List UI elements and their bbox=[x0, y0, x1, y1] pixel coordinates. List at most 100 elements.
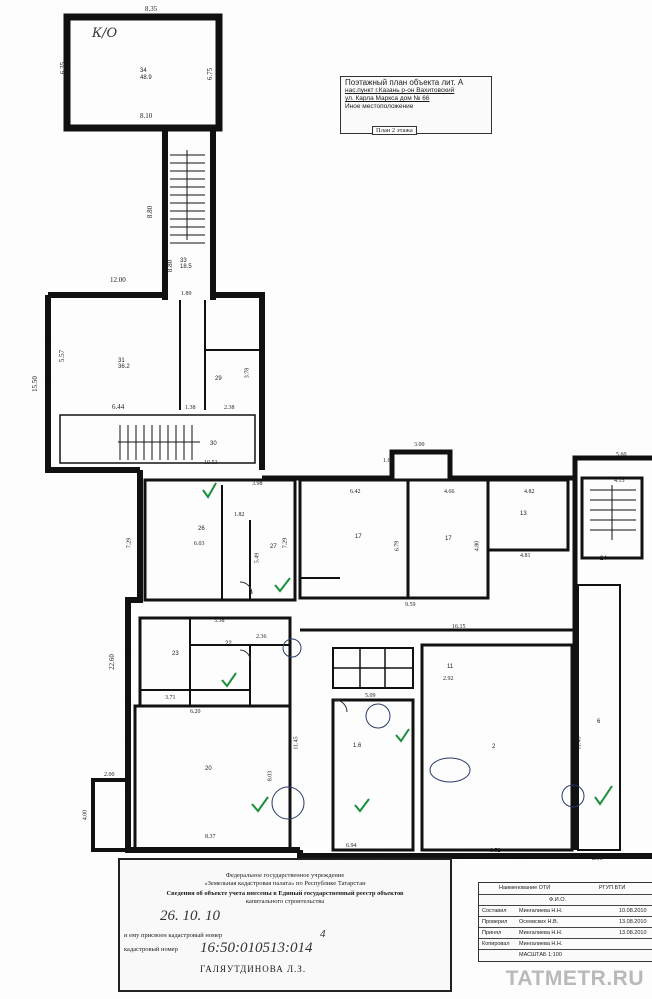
svg-text:34: 34 bbox=[140, 68, 147, 74]
dim-label: 6.03 bbox=[194, 541, 205, 547]
dim-label: 5.09 bbox=[365, 693, 376, 699]
wall-stair-shaft bbox=[162, 128, 216, 300]
corridor-mid bbox=[59, 414, 256, 464]
pen-circles bbox=[271, 638, 585, 820]
sheet-label: План 2 этажа bbox=[372, 126, 417, 135]
name-cell: Мингалиева Н.Н. bbox=[519, 930, 563, 936]
stair-treads bbox=[170, 150, 205, 244]
dim-label: 6.44 bbox=[112, 403, 125, 411]
svg-text:11: 11 bbox=[447, 664, 454, 670]
dim-label: 11.45 bbox=[293, 736, 300, 750]
svg-text:13: 13 bbox=[520, 511, 527, 517]
room-big-mid bbox=[331, 698, 415, 852]
table-header: РГУП БТИ bbox=[599, 885, 626, 891]
dim-label: 9.59 bbox=[405, 602, 416, 608]
dim-label: 5.49 bbox=[254, 552, 261, 564]
stamp-line: Федеральное государственное учреждение bbox=[225, 872, 345, 879]
name-cell: Мингалиева Н.Н. bbox=[519, 908, 563, 914]
svg-text:6: 6 bbox=[597, 719, 601, 725]
room-big-right bbox=[420, 643, 574, 852]
dim-label: 8.80 bbox=[166, 259, 175, 273]
dim-label: 6.79 bbox=[394, 540, 401, 552]
dim-label: 8.10 bbox=[140, 112, 153, 120]
name-cell: Осеевских Н.В. bbox=[519, 919, 559, 925]
stamp-line: и ему присвоен кадастровый номер bbox=[124, 932, 223, 939]
stamp-line: «Земельная кадастровая палата» по Респуб… bbox=[204, 880, 366, 887]
plan-title-block: Поэтажный план объекта лит. А нас.пункт … bbox=[340, 76, 492, 134]
svg-text:17: 17 bbox=[355, 534, 362, 540]
dim-label: 6.42 bbox=[350, 489, 361, 495]
role-cell: Копировал bbox=[482, 941, 510, 947]
stamp-signer: ГАЛЯУТДИНОВА Л.З. bbox=[200, 964, 307, 974]
dim-label: 1.82 bbox=[234, 512, 245, 518]
dim-label: 8.80 bbox=[146, 205, 155, 219]
room-label-ko: К/О bbox=[92, 26, 118, 41]
dim-label: 1.38 bbox=[185, 405, 196, 411]
dim-label: 6.94 bbox=[346, 843, 357, 849]
dim-label: 8.52 bbox=[490, 848, 501, 854]
watermark: TATMETR.RU bbox=[505, 967, 644, 990]
room-far-right bbox=[577, 584, 621, 851]
dim-label: 6.75 bbox=[206, 67, 215, 81]
plan-other-location: Иное местоположение bbox=[345, 103, 414, 110]
wall-main-bottom bbox=[297, 850, 652, 859]
svg-text:33: 33 bbox=[180, 258, 187, 264]
role-cell: Составил bbox=[482, 908, 507, 914]
wall-main-left bbox=[125, 470, 300, 853]
stair-right bbox=[580, 476, 644, 560]
svg-text:48.9: 48.9 bbox=[140, 75, 152, 81]
scale-cell: МАСШТАБ 1:100 bbox=[519, 952, 562, 958]
dim-label: 2.38 bbox=[224, 405, 235, 411]
dim-label: 2.92 bbox=[443, 676, 454, 682]
stamp-line: Сведения об объекте учета внесены в Един… bbox=[166, 890, 404, 897]
svg-text:20: 20 bbox=[205, 766, 212, 772]
stamp-line: кадастровый номер bbox=[124, 946, 178, 953]
dim-label: 1.60 bbox=[383, 458, 394, 464]
dim-label: 22.60 bbox=[107, 654, 116, 670]
dim-label: 7.29 bbox=[282, 537, 289, 549]
table-header: Наименование ОТИ bbox=[499, 885, 551, 891]
wall-main-top bbox=[262, 449, 652, 481]
room-big-left bbox=[133, 704, 292, 852]
staff-table: Наименование ОТИ РГУП БТИ Ф.И.О. Состави… bbox=[478, 882, 652, 962]
dim-label: 2.36 bbox=[256, 634, 267, 640]
check-marks bbox=[202, 482, 613, 813]
svg-text:22: 22 bbox=[225, 641, 232, 647]
name-cell: Мингалиева Н.Н. bbox=[519, 941, 563, 947]
dim-label: 12.00 bbox=[110, 276, 126, 284]
table-subheader: Ф.И.О. bbox=[549, 897, 566, 903]
stamp-cadastral-number: 16:50:010513:014 bbox=[200, 940, 313, 956]
dim-label: 1.89 bbox=[181, 291, 192, 297]
svg-text:23: 23 bbox=[172, 651, 179, 657]
date-cell: 13.08.2010 bbox=[619, 919, 647, 925]
dim-label: 3.00 bbox=[414, 442, 425, 448]
plan-address: ул. Карла Маркса дом № 66 bbox=[345, 95, 430, 102]
plan-title: Поэтажный план объекта лит. А bbox=[345, 78, 464, 87]
dim-label: 3.98 bbox=[252, 481, 263, 487]
dim-label: 5.57 bbox=[58, 349, 67, 363]
role-cell: Принял bbox=[482, 930, 502, 936]
cadastral-stamp: Федеральное государственное учреждение «… bbox=[118, 858, 452, 992]
dim-label: 11.49 bbox=[576, 736, 583, 750]
svg-text:36.2: 36.2 bbox=[118, 364, 130, 370]
stair-treads-2 bbox=[118, 425, 200, 460]
room-row1-a bbox=[298, 478, 410, 600]
dim-label: 4.82 bbox=[524, 489, 535, 495]
wall-mid-block bbox=[48, 292, 265, 470]
svg-text:29: 29 bbox=[215, 376, 222, 382]
room-row1-left bbox=[143, 478, 297, 602]
dim-label: 3.38 bbox=[214, 618, 225, 624]
svg-text:31: 31 bbox=[118, 358, 125, 364]
stamp-handwritten-date: 26. 10. 10 bbox=[160, 908, 220, 924]
plan-locality: нас.пункт г.Казань р-он Вахитовский bbox=[345, 87, 455, 94]
dim-label: 5.60 bbox=[616, 452, 627, 458]
svg-text:2: 2 bbox=[492, 744, 496, 750]
date-cell: 13.08.2010 bbox=[619, 930, 647, 936]
dim-label: 3.78 bbox=[244, 367, 251, 379]
dim-label: 8.35 bbox=[145, 5, 158, 13]
dim-label: 15.50 bbox=[30, 376, 39, 392]
svg-text:17: 17 bbox=[445, 536, 452, 542]
dim-label: 8.03 bbox=[267, 770, 274, 782]
